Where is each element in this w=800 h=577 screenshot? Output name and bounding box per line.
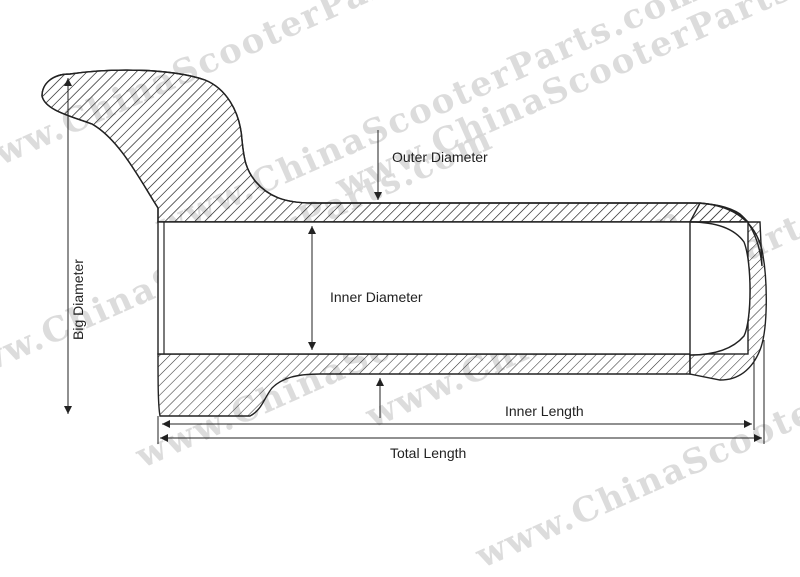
inner-bore-end <box>689 221 751 356</box>
inner-diameter-label: Inner Diameter <box>330 289 423 305</box>
inner-bore <box>157 221 749 355</box>
inner-length-label: Inner Length <box>505 403 584 419</box>
total-length-label: Total Length <box>390 445 466 461</box>
big-diameter-label: Big Diameter <box>70 259 86 340</box>
upper-wall-outline <box>41 69 750 223</box>
lower-wall-section <box>157 353 691 417</box>
part-drawing: Big Diameter Outer Diameter Inner Diamet… <box>41 69 767 461</box>
outer-diameter-label: Outer Diameter <box>392 149 488 165</box>
